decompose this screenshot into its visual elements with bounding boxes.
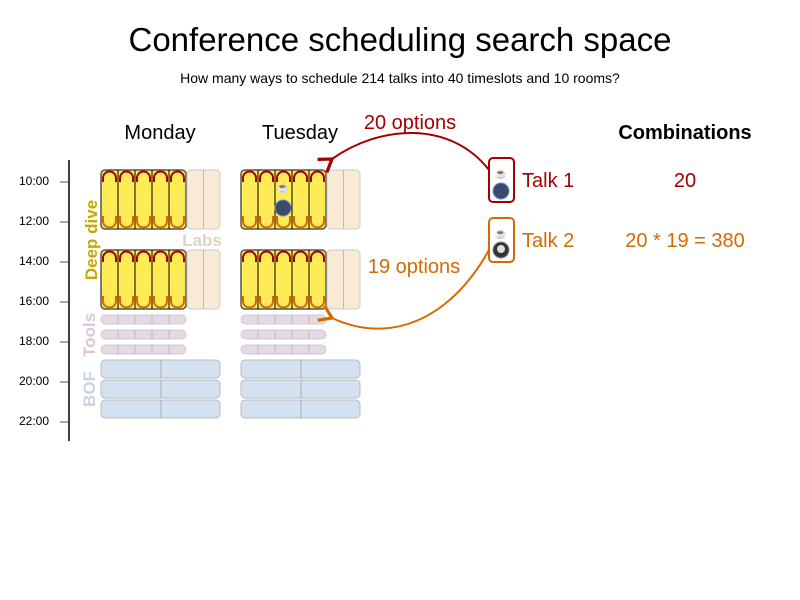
timeslot-end-arc	[102, 296, 117, 309]
timeslot-end-arc	[293, 216, 308, 229]
timeslot-start-arc	[136, 250, 151, 262]
talk-2-card[interactable]: ☕	[488, 217, 515, 263]
timeslot-end-arc	[276, 216, 291, 229]
subtitle: How many ways to schedule 214 talks into…	[180, 70, 620, 86]
talk-1-card[interactable]: ☕	[488, 157, 515, 203]
timeslot-end-arc	[153, 296, 168, 309]
timeslot-start-arc	[310, 250, 325, 262]
tools-slot	[240, 314, 327, 325]
timeslot-end-arc	[119, 296, 134, 309]
deep-dive-block	[100, 169, 187, 230]
timeslot-end-arc	[119, 216, 134, 229]
timeslot-start-arc	[102, 170, 117, 182]
title: Conference scheduling search space	[128, 21, 671, 58]
deep-dive-block	[240, 169, 327, 230]
timeslot-end-arc	[136, 216, 151, 229]
time-ticks: 10:00 12:00 14:00 16:00 18:00 20:00 22:00	[19, 174, 69, 428]
timeslot-end-arc	[293, 296, 308, 309]
speaker-avatar	[274, 199, 292, 217]
timeslot-start-arc	[119, 250, 134, 262]
timeslot-start-arc	[293, 250, 308, 262]
tick-label: 16:00	[19, 294, 49, 308]
timeslot-start-arc	[242, 170, 257, 182]
avatar-face	[497, 245, 505, 253]
deep-dive-block	[100, 249, 187, 310]
timeslot-end-arc	[259, 296, 274, 309]
day-label-tuesday: Tuesday	[262, 122, 338, 144]
tick-label: 18:00	[19, 334, 49, 348]
talk-1-arrow	[317, 132, 490, 174]
day-column-tuesday	[240, 169, 361, 419]
timeslot-end-arc	[259, 216, 274, 229]
timeslot-start-arc	[136, 170, 151, 182]
timeslot-start-arc	[153, 170, 168, 182]
java-icon: ☕	[277, 181, 289, 194]
java-icon: ☕	[495, 167, 507, 180]
day-column-monday	[100, 169, 221, 419]
timeslot-end-arc	[276, 296, 291, 309]
tools-slot	[100, 314, 187, 325]
combinations-header: Combinations	[618, 122, 751, 144]
tools-slot	[240, 329, 327, 340]
timeslot-start-arc	[310, 170, 325, 182]
track-label-bof: BOF	[80, 371, 99, 407]
timeslot-start-arc	[153, 250, 168, 262]
talk-2-combination: 20 * 19 = 380	[625, 230, 745, 252]
tick-label: 20:00	[19, 374, 49, 388]
talk-1-label: Talk 1	[522, 170, 574, 192]
talk-1-options: 20 options	[364, 112, 456, 134]
timeslot-start-arc	[170, 170, 185, 182]
track-label-tools: Tools	[80, 313, 99, 357]
timeslot-start-arc	[259, 170, 274, 182]
timeslot-start-arc	[170, 250, 185, 262]
tools-slot	[100, 344, 187, 355]
speaker-avatar	[492, 182, 510, 200]
timeslot-start-arc	[259, 250, 274, 262]
timeslot-start-arc	[293, 170, 308, 182]
timeslot-end-arc	[170, 296, 185, 309]
day-label-monday: Monday	[124, 122, 195, 144]
tick-label: 22:00	[19, 414, 49, 428]
timeslot-end-arc	[310, 296, 325, 309]
timeslot-start-arc	[119, 170, 134, 182]
timeslot-end-arc	[136, 296, 151, 309]
timeslot-end-arc	[310, 216, 325, 229]
talk-2-options: 19 options	[368, 256, 460, 278]
timeslot-end-arc	[102, 216, 117, 229]
tick-label: 12:00	[19, 214, 49, 228]
talk-2-arrow	[317, 249, 490, 330]
placed-talk-1: ☕	[274, 181, 292, 217]
tick-label: 14:00	[19, 254, 49, 268]
tools-slot	[240, 344, 327, 355]
timeslot-start-arc	[102, 250, 117, 262]
timeslot-start-arc	[242, 250, 257, 262]
tools-slot	[100, 329, 187, 340]
talk-2-label: Talk 2	[522, 230, 574, 252]
talk-1-combination: 20	[674, 170, 696, 192]
timeslot-start-arc	[276, 250, 291, 262]
java-icon: ☕	[495, 227, 507, 240]
deep-dive-block	[240, 249, 327, 310]
schedule-grid	[100, 169, 361, 419]
timeslot-start-arc	[276, 170, 291, 182]
timeslot-end-arc	[170, 216, 185, 229]
timeslot-end-arc	[242, 296, 257, 309]
timeslot-end-arc	[242, 216, 257, 229]
track-label-labs: Labs	[182, 231, 222, 250]
tick-label: 10:00	[19, 174, 49, 188]
track-label-deep-dive: Deep dive	[82, 200, 101, 280]
timeslot-end-arc	[153, 216, 168, 229]
